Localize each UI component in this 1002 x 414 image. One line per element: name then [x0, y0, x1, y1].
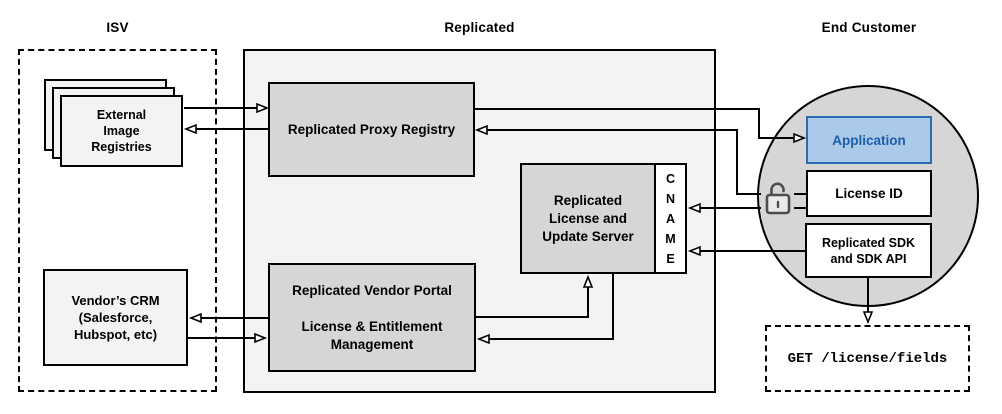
replicated-vendor-portal-box: Replicated Vendor Portal License & Entit… [268, 263, 476, 372]
section-title-end-customer: End Customer [821, 20, 917, 35]
arrow-portal-to-license-server [476, 277, 588, 318]
section-title-replicated: Replicated [444, 20, 515, 35]
arrow-proxy-to-application [474, 108, 804, 138]
external-image-registries-box: External Image Registries [60, 95, 183, 167]
replicated-license-update-server-box: Replicated License and Update Server [520, 163, 656, 274]
replicated-proxy-registry-box: Replicated Proxy Registry [268, 82, 475, 177]
arrow-license-server-to-portal [479, 274, 614, 339]
get-license-fields-box: GET /license/fields [765, 325, 970, 392]
replicated-sdk-box: Replicated SDK and SDK API [805, 223, 932, 278]
cname-box: C N A M E [654, 163, 687, 274]
isv-group-boundary [18, 49, 217, 392]
application-box: Application [806, 116, 932, 164]
get-license-fields-label: GET /license/fields [787, 350, 948, 367]
license-id-box: License ID [806, 170, 932, 217]
open-lock-icon [761, 179, 794, 219]
section-title-isv: ISV [106, 20, 129, 35]
vendors-crm-box: Vendor’s CRM (Salesforce, Hubspot, etc) [43, 269, 188, 366]
